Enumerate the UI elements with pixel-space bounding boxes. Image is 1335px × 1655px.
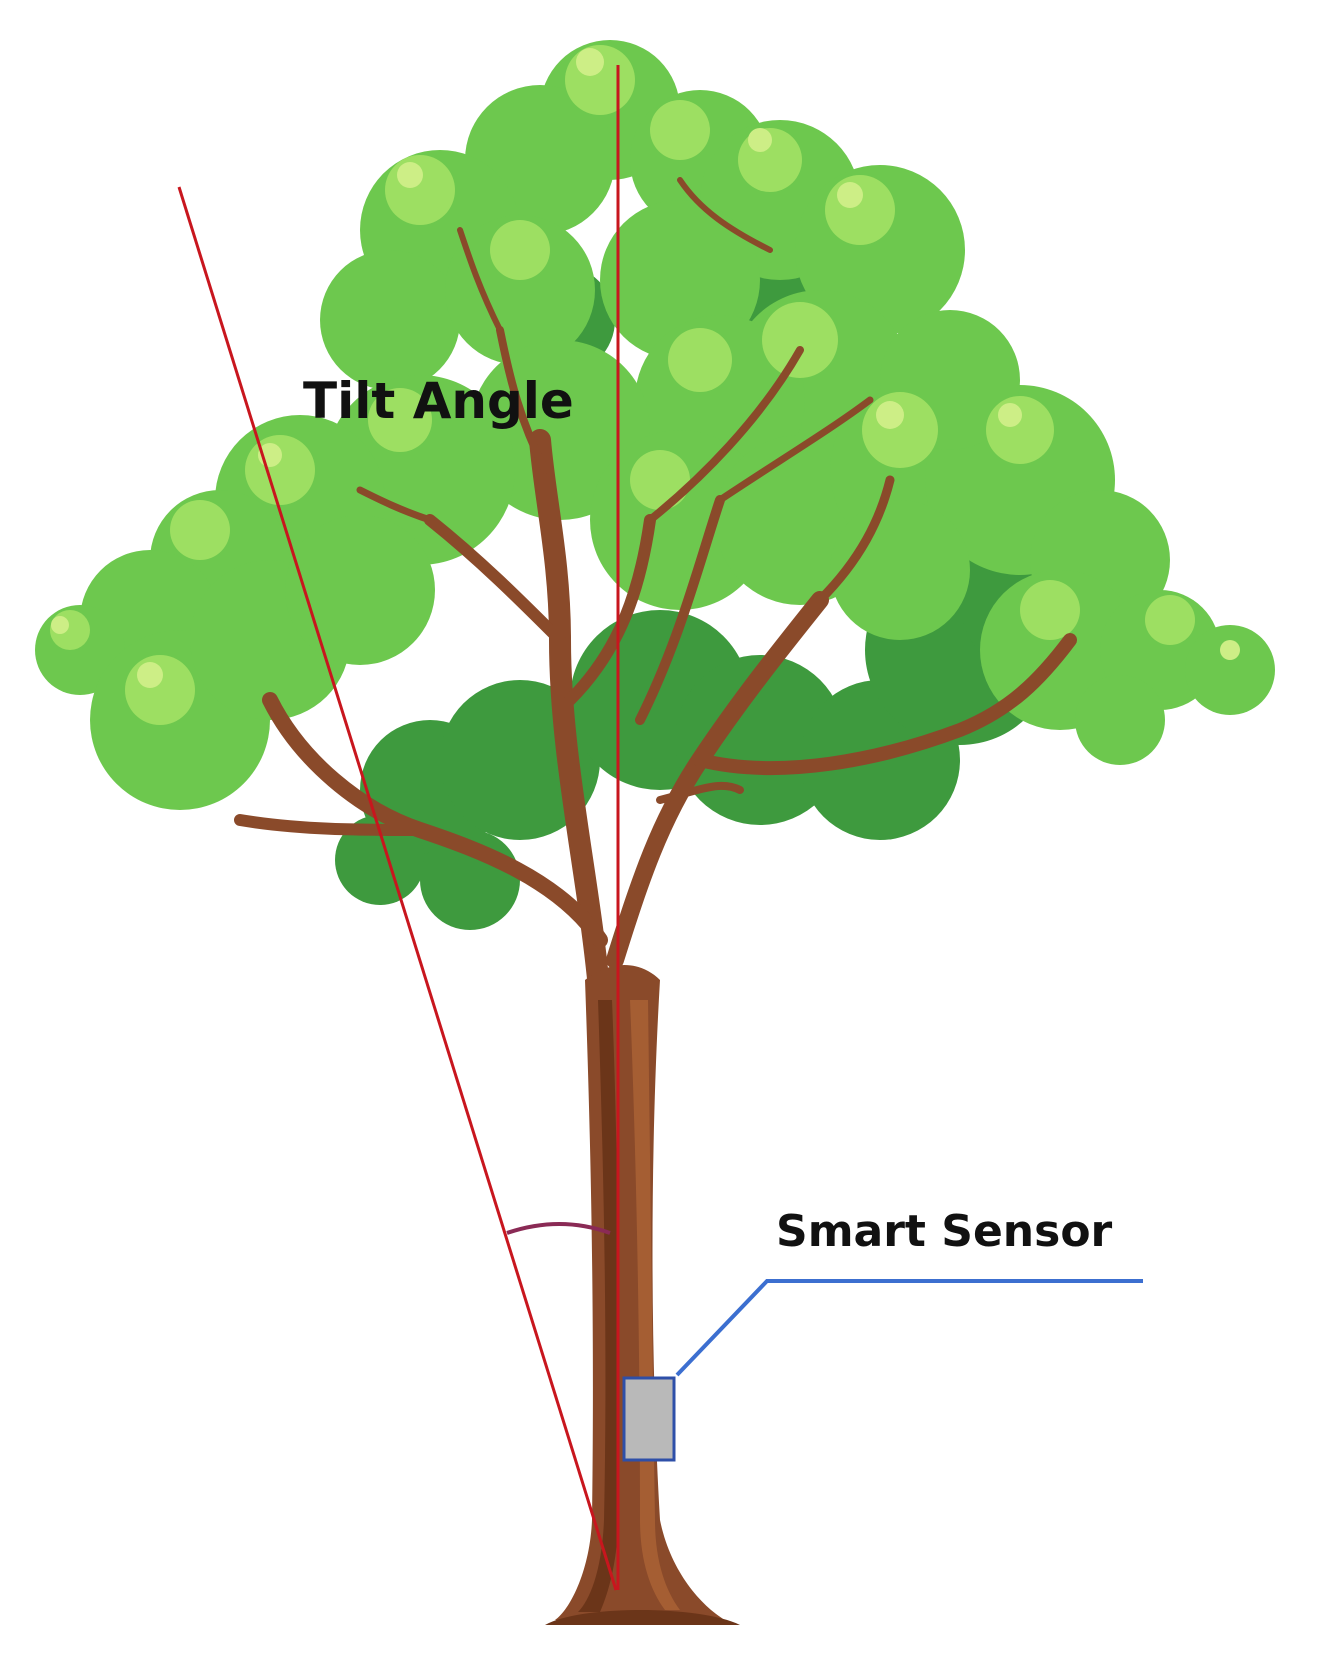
tree-branches <box>234 177 1077 1011</box>
smart-sensor-label: Smart Sensor <box>776 1206 1113 1257</box>
tree-roots <box>545 1610 740 1625</box>
tree-icon <box>35 40 1275 1625</box>
tilt-angle-arc <box>506 1222 611 1235</box>
sensor-box-icon <box>622 1376 676 1462</box>
tilted-axis-line <box>177 186 618 1591</box>
smart-sensor-annotation: Smart Sensor <box>622 1206 1143 1462</box>
tilt-angle-annotation: Tilt Angle <box>177 65 620 1591</box>
tree-trunk-shade <box>578 1000 619 1612</box>
tilt-angle-label: Tilt Angle <box>303 372 574 430</box>
sensor-leader-line <box>675 1279 1143 1377</box>
